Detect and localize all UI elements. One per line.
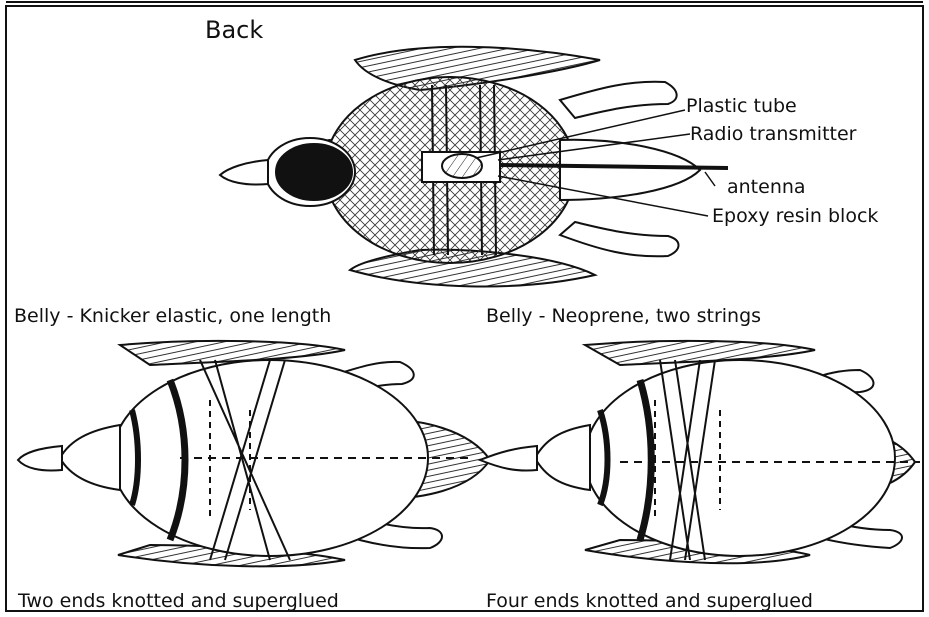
label-radio-transmitter: Radio transmitter [690,123,857,145]
caption-right: Four ends knotted and superglued [486,590,813,612]
belly-left-duck [18,341,490,566]
label-antenna: antenna [727,176,806,198]
label-plastic-tube: Plastic tube [686,95,797,117]
belly-right-title: Belly - Neoprene, two strings [486,305,761,327]
back-view-duck [220,47,728,287]
belly-right-duck [480,341,920,563]
belly-left-title: Belly - Knicker elastic, one length [14,305,331,327]
caption-left: Two ends knotted and superglued [17,590,339,612]
back-title: Back [205,16,263,44]
label-epoxy-block: Epoxy resin block [712,205,878,227]
